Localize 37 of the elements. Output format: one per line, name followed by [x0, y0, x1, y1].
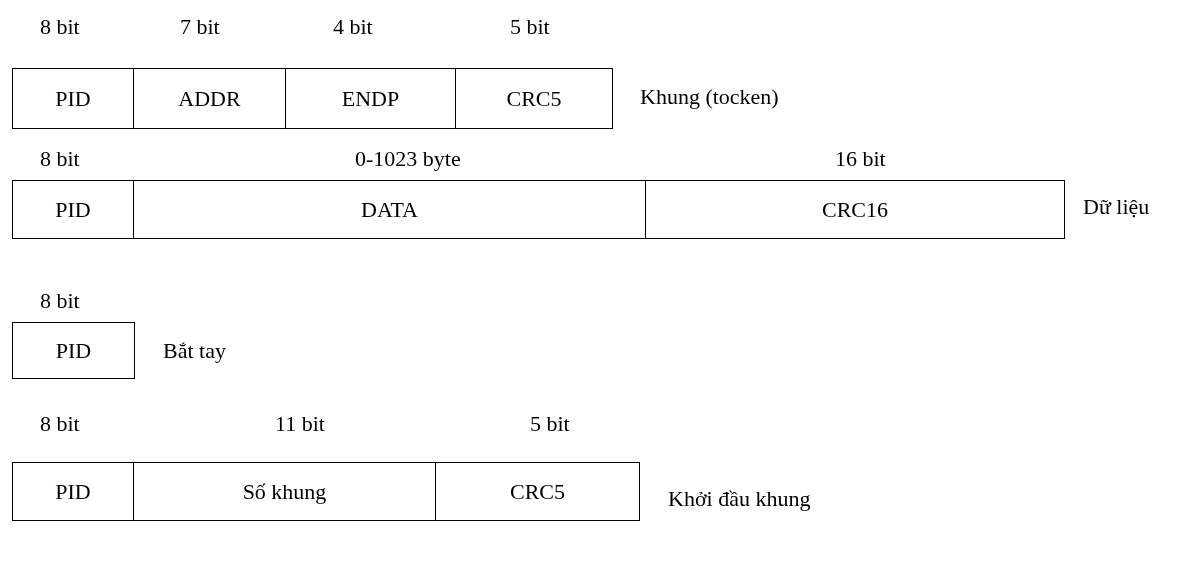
packet-type-label: Bắt tay — [163, 338, 226, 364]
field-name: DATA — [361, 196, 418, 223]
field-box — [12, 462, 134, 521]
bit-width-label: 7 bit — [180, 14, 220, 40]
field-name: PID — [55, 478, 91, 505]
field-name: PID — [55, 337, 92, 364]
field-box — [645, 180, 1065, 239]
packet-type-label: Khởi đầu khung — [668, 486, 811, 512]
field-box — [455, 68, 613, 129]
field-name: CRC5 — [506, 85, 562, 112]
field-name: PID — [55, 85, 91, 112]
field-box — [133, 68, 286, 129]
bit-width-label: 16 bit — [835, 146, 886, 172]
packet-type-label: Dữ liệu — [1083, 194, 1150, 220]
bit-width-label: 5 bit — [530, 411, 570, 437]
bit-width-label: 11 bit — [275, 411, 325, 437]
field-name: PID — [55, 196, 91, 223]
field-box — [285, 68, 456, 129]
bit-width-label: 8 bit — [40, 411, 80, 437]
bit-width-label: 8 bit — [40, 14, 80, 40]
bit-width-label: 4 bit — [333, 14, 373, 40]
packet-type-label: Khung (tocken) — [640, 84, 779, 110]
field-box — [12, 322, 135, 379]
field-name: CRC5 — [510, 478, 565, 505]
field-box — [133, 462, 436, 521]
field-name: ADDR — [178, 85, 241, 112]
field-box — [12, 180, 134, 239]
field-name: ENDP — [341, 85, 400, 112]
field-name: Số khung — [242, 478, 327, 505]
bit-width-label: 0-1023 byte — [355, 146, 461, 172]
field-name: CRC16 — [822, 196, 888, 223]
bit-width-label: 5 bit — [510, 14, 550, 40]
field-box — [133, 180, 646, 239]
bit-width-label: 8 bit — [40, 288, 80, 314]
bit-width-label: 8 bit — [40, 146, 80, 172]
field-box — [12, 68, 134, 129]
field-box — [435, 462, 640, 521]
